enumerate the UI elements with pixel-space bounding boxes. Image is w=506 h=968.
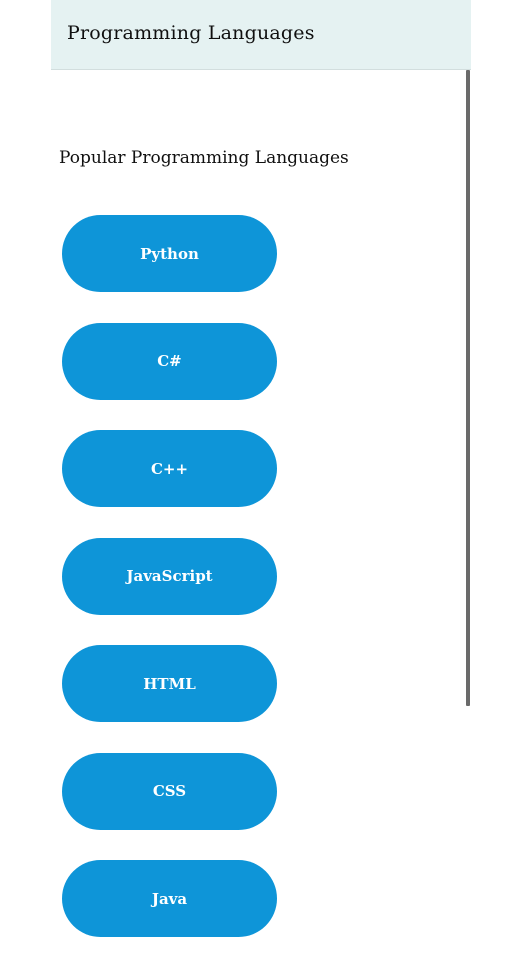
cpp-button[interactable]: C++ xyxy=(62,430,277,507)
html-button[interactable]: HTML xyxy=(62,645,277,722)
csharp-button[interactable]: C# xyxy=(62,322,277,400)
language-button-list: Python C# C++ JavaScript HTML CSS Java xyxy=(62,215,277,968)
css-button[interactable]: CSS xyxy=(62,752,277,830)
section-heading: Popular Programming Languages xyxy=(59,148,349,168)
python-button[interactable]: Python xyxy=(62,215,277,292)
javascript-button[interactable]: JavaScript xyxy=(62,537,277,615)
app-title: Programming Languages xyxy=(67,22,315,44)
java-button[interactable]: Java xyxy=(62,860,277,937)
vertical-scrollbar[interactable] xyxy=(466,70,470,706)
top-app-bar: Programming Languages xyxy=(51,0,471,70)
